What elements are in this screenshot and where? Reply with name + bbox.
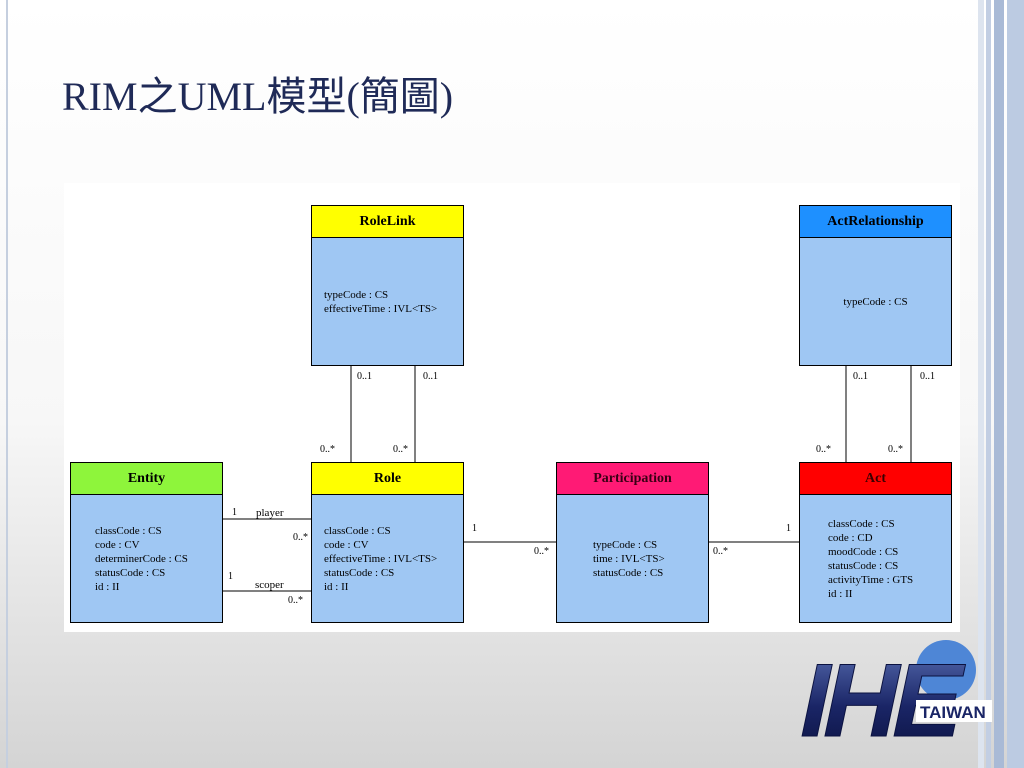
role-class: Role classCode : CS code : CV effectiveT…	[311, 462, 464, 623]
role-attribute: classCode : CS	[324, 524, 391, 537]
participation-attribute: typeCode : CS	[593, 538, 658, 551]
association-role-label: scoper	[255, 579, 284, 591]
multiplicity-label: 1	[472, 523, 477, 534]
multiplicity-label: 0..*	[534, 546, 549, 557]
multiplicity-label: 1	[232, 507, 237, 518]
participation-attribute: time : IVL<TS>	[593, 552, 665, 565]
rolelink-attribute: effectiveTime : IVL<TS>	[324, 302, 438, 315]
association-role-label: player	[256, 507, 284, 519]
entity-attribute: statusCode : CS	[95, 566, 166, 579]
rolelink-attribute: typeCode : CS	[324, 288, 389, 301]
rolelink-class-name: RoleLink	[312, 206, 463, 238]
logo-subtext: TAIWAN	[920, 703, 986, 722]
multiplicity-label: 0..1	[357, 371, 372, 382]
entity-attribute: determinerCode : CS	[95, 552, 188, 565]
actrelationship-attribute: typeCode : CS	[843, 295, 908, 308]
role-class-name: Role	[312, 463, 463, 495]
role-attribute: code : CV	[324, 538, 369, 551]
multiplicity-label: 0..*	[293, 532, 308, 543]
role-attribute: statusCode : CS	[324, 566, 395, 579]
association-lines	[223, 366, 912, 592]
multiplicity-label: 0..1	[853, 371, 868, 382]
multiplicity-label: 0..*	[393, 444, 408, 455]
multiplicity-label: 1	[786, 523, 791, 534]
participation-attribute: statusCode : CS	[593, 566, 664, 579]
multiplicity-label: 1	[228, 571, 233, 582]
ihe-taiwan-logo: IHE TAIWAN	[800, 640, 992, 742]
multiplicity-label: 0..1	[423, 371, 438, 382]
act-attribute: code : CD	[828, 531, 873, 544]
role-attribute: id : II	[324, 580, 349, 593]
act-attribute: classCode : CS	[828, 517, 895, 530]
participation-class: Participation typeCode : CS time : IVL<T…	[556, 462, 709, 623]
act-attribute: activityTime : GTS	[828, 573, 914, 586]
act-attribute: moodCode : CS	[828, 545, 899, 558]
multiplicity-label: 0..*	[320, 444, 335, 455]
actrelationship-class: ActRelationship typeCode : CS	[799, 205, 952, 366]
rolelink-class: RoleLink typeCode : CS effectiveTime : I…	[311, 205, 464, 366]
multiplicity-label: 0..1	[920, 371, 935, 382]
multiplicity-label: 0..*	[816, 444, 831, 455]
multiplicity-label: 0..*	[288, 595, 303, 606]
multiplicity-label: 0..*	[888, 444, 903, 455]
act-attribute: id : II	[828, 587, 853, 600]
role-attribute: effectiveTime : IVL<TS>	[324, 552, 438, 565]
participation-class-name: Participation	[557, 463, 708, 495]
logo-text: IHE	[800, 643, 973, 742]
act-class: Act classCode : CS code : CD moodCode : …	[799, 462, 952, 623]
entity-attribute: code : CV	[95, 538, 140, 551]
right-decorative-bars	[978, 0, 1024, 768]
entity-attribute: classCode : CS	[95, 524, 162, 537]
slide-title: RIM之UML模型(簡圖)	[62, 74, 454, 119]
left-border-line	[6, 0, 8, 768]
entity-class-name: Entity	[71, 463, 222, 495]
act-attribute: statusCode : CS	[828, 559, 899, 572]
actrelationship-class-name: ActRelationship	[800, 206, 951, 238]
entity-attribute: id : II	[95, 580, 120, 593]
multiplicity-label: 0..*	[713, 546, 728, 557]
act-class-name: Act	[800, 463, 951, 495]
entity-class: Entity classCode : CS code : CV determin…	[70, 462, 223, 623]
uml-diagram: RoleLink typeCode : CS effectiveTime : I…	[64, 183, 960, 632]
